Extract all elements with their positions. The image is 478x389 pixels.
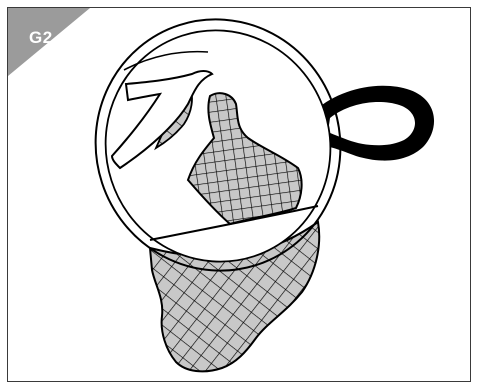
- hanging-loop-icon: [316, 86, 434, 161]
